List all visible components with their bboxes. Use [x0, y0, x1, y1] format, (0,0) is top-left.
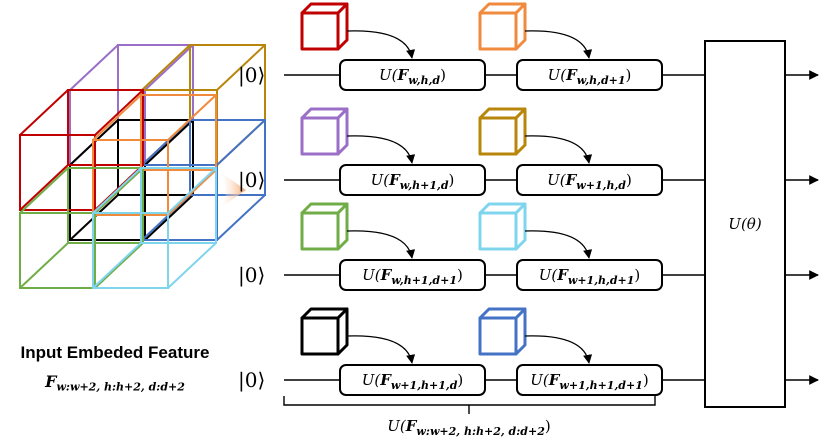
encoding-gate-box: [339, 59, 486, 91]
qubit-ket-label: |0⟩: [238, 368, 265, 393]
cube-icon: [300, 202, 349, 251]
encoding-brace-label: U(Fw:w+2, h:h+2, d:d+2): [387, 417, 550, 438]
encoding-gate-box: [516, 364, 663, 396]
cube-icon: [478, 307, 527, 356]
encoding-gate-box: [339, 259, 486, 291]
encoding-gate-box: [516, 164, 663, 196]
qubit-ket-label: |0⟩: [238, 63, 265, 88]
cube-to-gate-arrow: [346, 135, 416, 164]
encoding-gate-box: [339, 364, 486, 396]
encoding-gate-label: U(Fw,h+1,d): [371, 171, 455, 192]
variational-gate-box: [704, 40, 786, 408]
qubit-ket-label: |0⟩: [238, 263, 265, 288]
encoding-gate-label: U(Fw+1,h,d+1): [539, 266, 641, 287]
encoding-brace: [283, 396, 656, 414]
input-feature-cube-icon: [19, 44, 266, 289]
input-feature-title: Input Embeded Feature: [20, 343, 210, 362]
cube-to-gate-arrow: [346, 30, 416, 59]
cube-to-gate-arrow: [346, 230, 416, 259]
encoding-gate-label: U(Fw+1,h+1,d+1): [530, 371, 648, 392]
encoding-gate-box: [516, 59, 663, 91]
cube-to-gate-arrow: [346, 335, 416, 364]
encoding-gate-label: U(Fw,h,d): [379, 66, 446, 87]
variational-gate-label: U(θ): [728, 215, 762, 233]
encoding-gate-box: [339, 164, 486, 196]
cube-icon: [478, 2, 527, 51]
encoding-gate-label: U(Fw+1,h,d): [547, 171, 632, 192]
cube-to-gate-arrow: [524, 230, 593, 259]
cube-icon: [300, 307, 349, 356]
cube-to-gate-arrow: [524, 30, 593, 59]
cube-to-gate-arrow: [524, 335, 593, 364]
encoding-gate-label: U(Fw,h+1,d+1): [362, 266, 463, 287]
encoding-gate-label: U(Fw+1,h+1,d): [362, 371, 464, 392]
cube-to-gate-arrow: [524, 135, 593, 164]
transition-arrow-icon: [218, 168, 246, 212]
cube-icon: [478, 202, 527, 251]
cube-icon: [300, 2, 349, 51]
qubit-ket-label: |0⟩: [238, 168, 265, 193]
cube-icon: [478, 107, 527, 156]
encoding-gate-box: [516, 259, 663, 291]
input-feature-symbol: Fw:w+2, h:h+2, d:d+2: [45, 372, 185, 394]
cube-icon: [300, 107, 349, 156]
encoding-gate-label: U(Fw,h,d+1): [548, 66, 632, 87]
circuit: |0⟩ U(Fw,h,d) U(Fw,h,d+1) |0⟩ U(Fw,h+1,d) U(F…: [238, 2, 819, 396]
